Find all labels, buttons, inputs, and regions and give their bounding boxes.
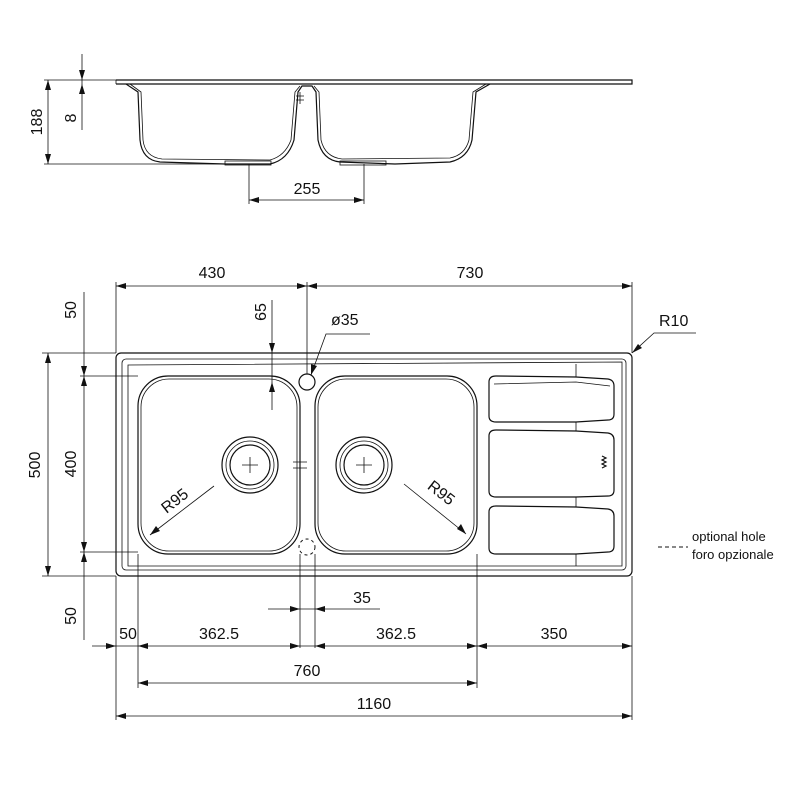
legend-foro-opzionale: foro opzionale xyxy=(692,547,774,562)
dim-bowl-left-width: 362.5 xyxy=(199,626,239,643)
dim-730: 730 xyxy=(457,265,484,282)
dim-drainer-width: 350 xyxy=(541,626,568,643)
section-rim xyxy=(116,79,633,85)
section-bowl-left xyxy=(125,83,491,165)
plan-bowl-left xyxy=(137,375,301,555)
plan-dimensions: 430 730 65 ø35 R10 500 400 50 50 xyxy=(27,265,696,720)
plan-view: R95 R95 xyxy=(115,352,633,577)
section-drain-right xyxy=(339,160,387,166)
dim-bowl-right-width: 362.5 xyxy=(376,626,416,643)
dim-1160: 1160 xyxy=(357,696,392,713)
drainer xyxy=(488,364,615,566)
dim-500: 500 xyxy=(27,452,44,479)
dim-top-50: 50 xyxy=(63,301,80,319)
dim-400: 400 xyxy=(63,451,80,478)
drain-right xyxy=(335,436,393,494)
tap-hole xyxy=(298,373,316,391)
optional-hole-legend: optional hole foro opzionale xyxy=(658,529,774,562)
section-drain-left xyxy=(224,160,272,166)
section-view: 188 8 255 xyxy=(29,54,633,204)
drain-left xyxy=(221,436,279,494)
dim-section-255: 255 xyxy=(294,181,321,198)
legend-optional-hole: optional hole xyxy=(692,529,766,544)
dim-radius-left: R95 xyxy=(158,486,192,518)
dim-bottom-50: 50 xyxy=(63,607,80,625)
dim-left-50: 50 xyxy=(119,626,137,643)
dim-hole-diameter: ø35 xyxy=(331,312,359,329)
plan-bowl-right xyxy=(314,375,478,555)
dim-section-8: 8 xyxy=(63,113,80,122)
dim-760: 760 xyxy=(294,663,321,680)
dim-65: 65 xyxy=(253,303,270,321)
dim-430: 430 xyxy=(199,265,226,282)
plan-outer-rim xyxy=(115,352,633,577)
dim-section-188: 188 xyxy=(29,109,46,136)
optional-hole xyxy=(298,538,316,556)
dim-r10: R10 xyxy=(659,313,688,330)
dim-gap-35: 35 xyxy=(353,590,371,607)
